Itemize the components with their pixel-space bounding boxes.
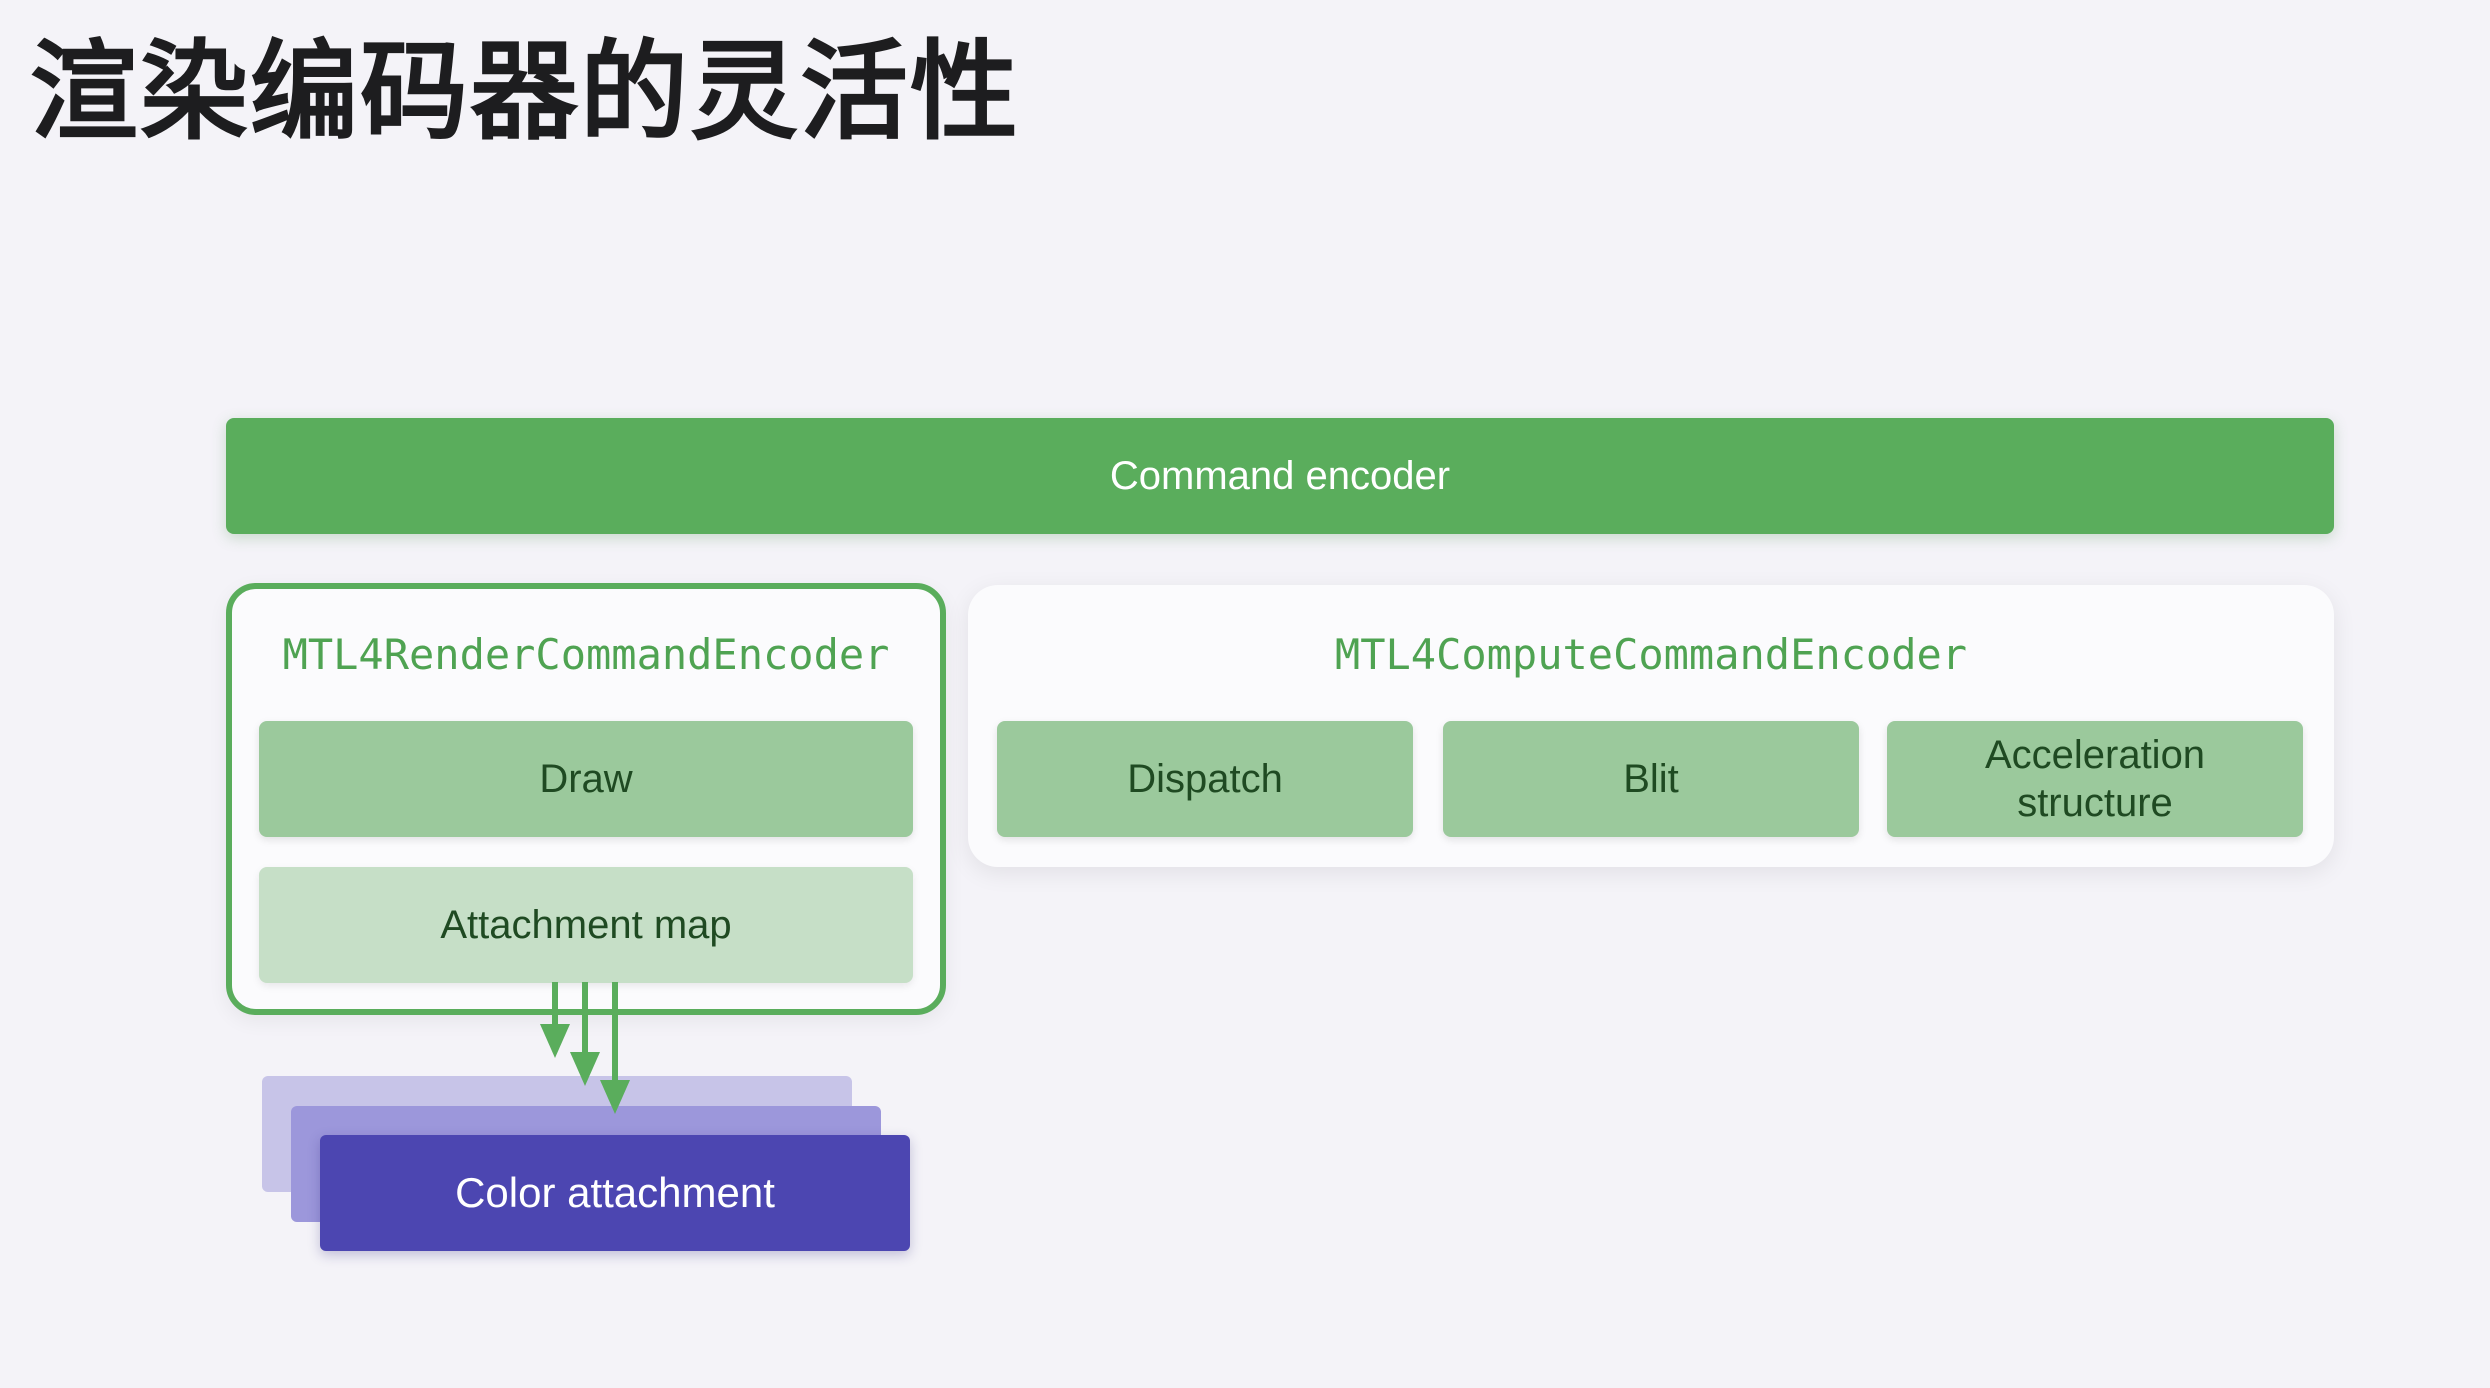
dispatch-op-label: Dispatch (1127, 757, 1283, 801)
command-encoder-label: Command encoder (1109, 453, 1451, 498)
attachment-map-label: Attachment map (440, 903, 732, 947)
color-attachment-layer-front: Color attachment (320, 1135, 910, 1251)
slide-title: 渲染编码器的灵活性 (30, 30, 1021, 155)
blit-op-label: Blit (1623, 757, 1679, 801)
dispatch-op-box: Dispatch (997, 721, 1413, 837)
command-encoder-bar: Command encoder (226, 418, 2334, 534)
arrow-head-3 (600, 1080, 630, 1114)
compute-encoder-name: MTL4ComputeCommandEncoder (1334, 630, 1968, 679)
arrow-head-2 (570, 1052, 600, 1086)
render-encoder-name: MTL4RenderCommandEncoder (282, 630, 890, 679)
draw-op-box: Draw (259, 721, 913, 837)
acceleration-structure-op-box: Acceleration structure (1887, 721, 2303, 837)
arrow-head-1 (540, 1024, 570, 1058)
attachment-arrows (540, 982, 630, 1114)
blit-op-box: Blit (1443, 721, 1859, 837)
attachment-map-box: Attachment map (259, 867, 913, 983)
draw-op-label: Draw (539, 757, 633, 801)
acceleration-structure-op-label: Acceleration structure (1984, 733, 2206, 825)
color-attachment-label: Color attachment (455, 1169, 775, 1216)
